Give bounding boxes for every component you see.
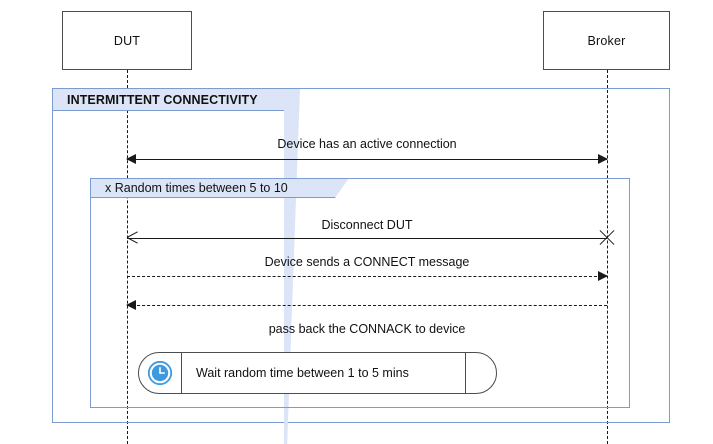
fragment-random-times[interactable] <box>90 178 630 408</box>
message-active-connection-label: Device has an active connection <box>277 137 457 151</box>
message-disconnect-dut-line <box>127 238 607 239</box>
fragment-random-times-header: x Random times between 5 to 10 <box>90 178 335 198</box>
message-active-connection-line <box>127 159 607 160</box>
participant-broker-label: Broker <box>587 33 626 48</box>
fragment-intermittent-connectivity[interactable] <box>52 88 670 423</box>
fragment-intermittent-connectivity-header: INTERMITTENT CONNECTIVITY <box>52 88 284 111</box>
arrow-left-icon <box>126 154 136 164</box>
arrow-open-left-icon <box>127 232 139 244</box>
message-connect-label: Device sends a CONNECT message <box>264 255 470 269</box>
destruction-x-marker <box>597 228 617 248</box>
participant-dut-label: DUT <box>113 33 141 48</box>
arrow-left-icon <box>126 300 136 310</box>
clock-icon <box>147 360 173 386</box>
message-connect-line <box>127 276 607 277</box>
arrow-right-icon <box>598 154 608 164</box>
fragment-intermittent-connectivity-label: INTERMITTENT CONNECTIVITY <box>67 92 258 107</box>
wait-random-time-box[interactable]: Wait random time between 1 to 5 mins <box>138 352 497 394</box>
arrow-right-icon <box>598 271 608 281</box>
message-disconnect-dut-label: Disconnect DUT <box>321 218 413 232</box>
wait-end-cell <box>466 353 496 393</box>
fragment-random-times-label: x Random times between 5 to 10 <box>105 181 288 195</box>
wait-icon-cell <box>139 353 182 393</box>
wait-random-time-label: Wait random time between 1 to 5 mins <box>196 366 409 380</box>
participant-dut[interactable]: DUT <box>62 11 192 70</box>
wait-text-cell: Wait random time between 1 to 5 mins <box>182 353 466 393</box>
message-connack-label: pass back the CONNACK to device <box>268 322 466 336</box>
participant-broker[interactable]: Broker <box>543 11 670 70</box>
lifeline-broker <box>607 70 608 444</box>
message-connack-line <box>127 305 607 306</box>
lifeline-dut <box>127 70 128 444</box>
